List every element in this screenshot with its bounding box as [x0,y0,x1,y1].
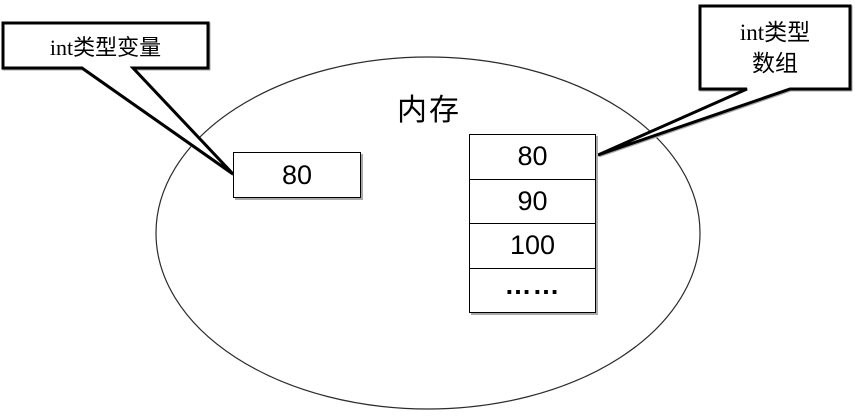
variable-callout-label: int类型变量 [49,34,162,60]
array-callout-label-line1: int类型 [739,19,811,45]
array-cell-2-value: 100 [509,230,556,261]
array-callout-label-line2: 数组 [752,50,798,76]
array-cell-3: …… [470,269,595,313]
array-cell-1: 90 [470,180,595,224]
array-box: 80 90 100 …… [469,134,596,313]
array-cell-3-value: …… [504,269,561,300]
variable-value-box: 80 [233,152,361,198]
array-cell-0-value: 80 [517,141,548,172]
array-cell-1-value: 90 [517,185,548,216]
array-callout-label: int类型 数组 [700,6,850,89]
array-cell-0: 80 [470,135,595,180]
array-cell-2: 100 [470,224,595,269]
memory-region-label: 内存 [397,94,461,127]
variable-value: 80 [281,159,313,190]
